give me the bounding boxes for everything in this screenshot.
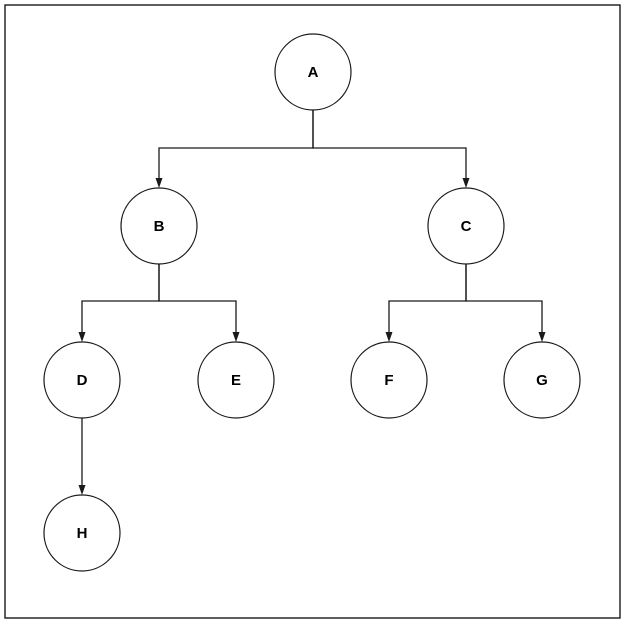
edge-c-to-f bbox=[388, 264, 467, 332]
arrowhead-c-to-f bbox=[385, 332, 393, 342]
node-label-b: B bbox=[154, 218, 165, 235]
arrowhead-d-to-h bbox=[78, 485, 86, 495]
node-g[interactable]: G bbox=[503, 341, 581, 419]
edge-b-to-d bbox=[81, 264, 160, 332]
edge-c-to-g bbox=[465, 264, 543, 332]
node-circle-a[interactable] bbox=[274, 33, 352, 111]
edge-a-to-c bbox=[312, 110, 467, 178]
node-circle-d[interactable] bbox=[43, 341, 121, 419]
node-circle-b[interactable] bbox=[120, 187, 198, 265]
arrowhead-b-to-d bbox=[78, 332, 86, 342]
node-circle-c[interactable] bbox=[427, 187, 505, 265]
node-label-d: D bbox=[77, 372, 88, 389]
arrowhead-c-to-g bbox=[538, 332, 546, 342]
node-h[interactable]: H bbox=[43, 494, 121, 572]
node-circle-e[interactable] bbox=[197, 341, 275, 419]
edge-b-to-e bbox=[158, 264, 237, 332]
node-label-c: C bbox=[461, 218, 472, 235]
node-e[interactable]: E bbox=[197, 341, 275, 419]
arrowhead-a-to-c bbox=[462, 178, 470, 188]
arrowhead-a-to-b bbox=[155, 178, 163, 188]
node-label-a: A bbox=[308, 64, 319, 81]
node-circle-h[interactable] bbox=[43, 494, 121, 572]
node-f[interactable]: F bbox=[350, 341, 428, 419]
arrowhead-b-to-e bbox=[232, 332, 240, 342]
node-d[interactable]: D bbox=[43, 341, 121, 419]
node-label-e: E bbox=[231, 372, 241, 389]
node-circle-f[interactable] bbox=[350, 341, 428, 419]
diagram-border bbox=[4, 4, 621, 619]
node-circle-g[interactable] bbox=[503, 341, 581, 419]
node-label-f: F bbox=[384, 372, 393, 389]
edge-layer bbox=[78, 110, 546, 495]
node-a[interactable]: A bbox=[274, 33, 352, 111]
node-b[interactable]: B bbox=[120, 187, 198, 265]
node-c[interactable]: C bbox=[427, 187, 505, 265]
edge-a-to-b bbox=[158, 110, 314, 178]
node-layer: A B C D E F G H bbox=[43, 33, 581, 572]
node-label-g: G bbox=[536, 372, 548, 389]
node-label-h: H bbox=[77, 525, 88, 542]
